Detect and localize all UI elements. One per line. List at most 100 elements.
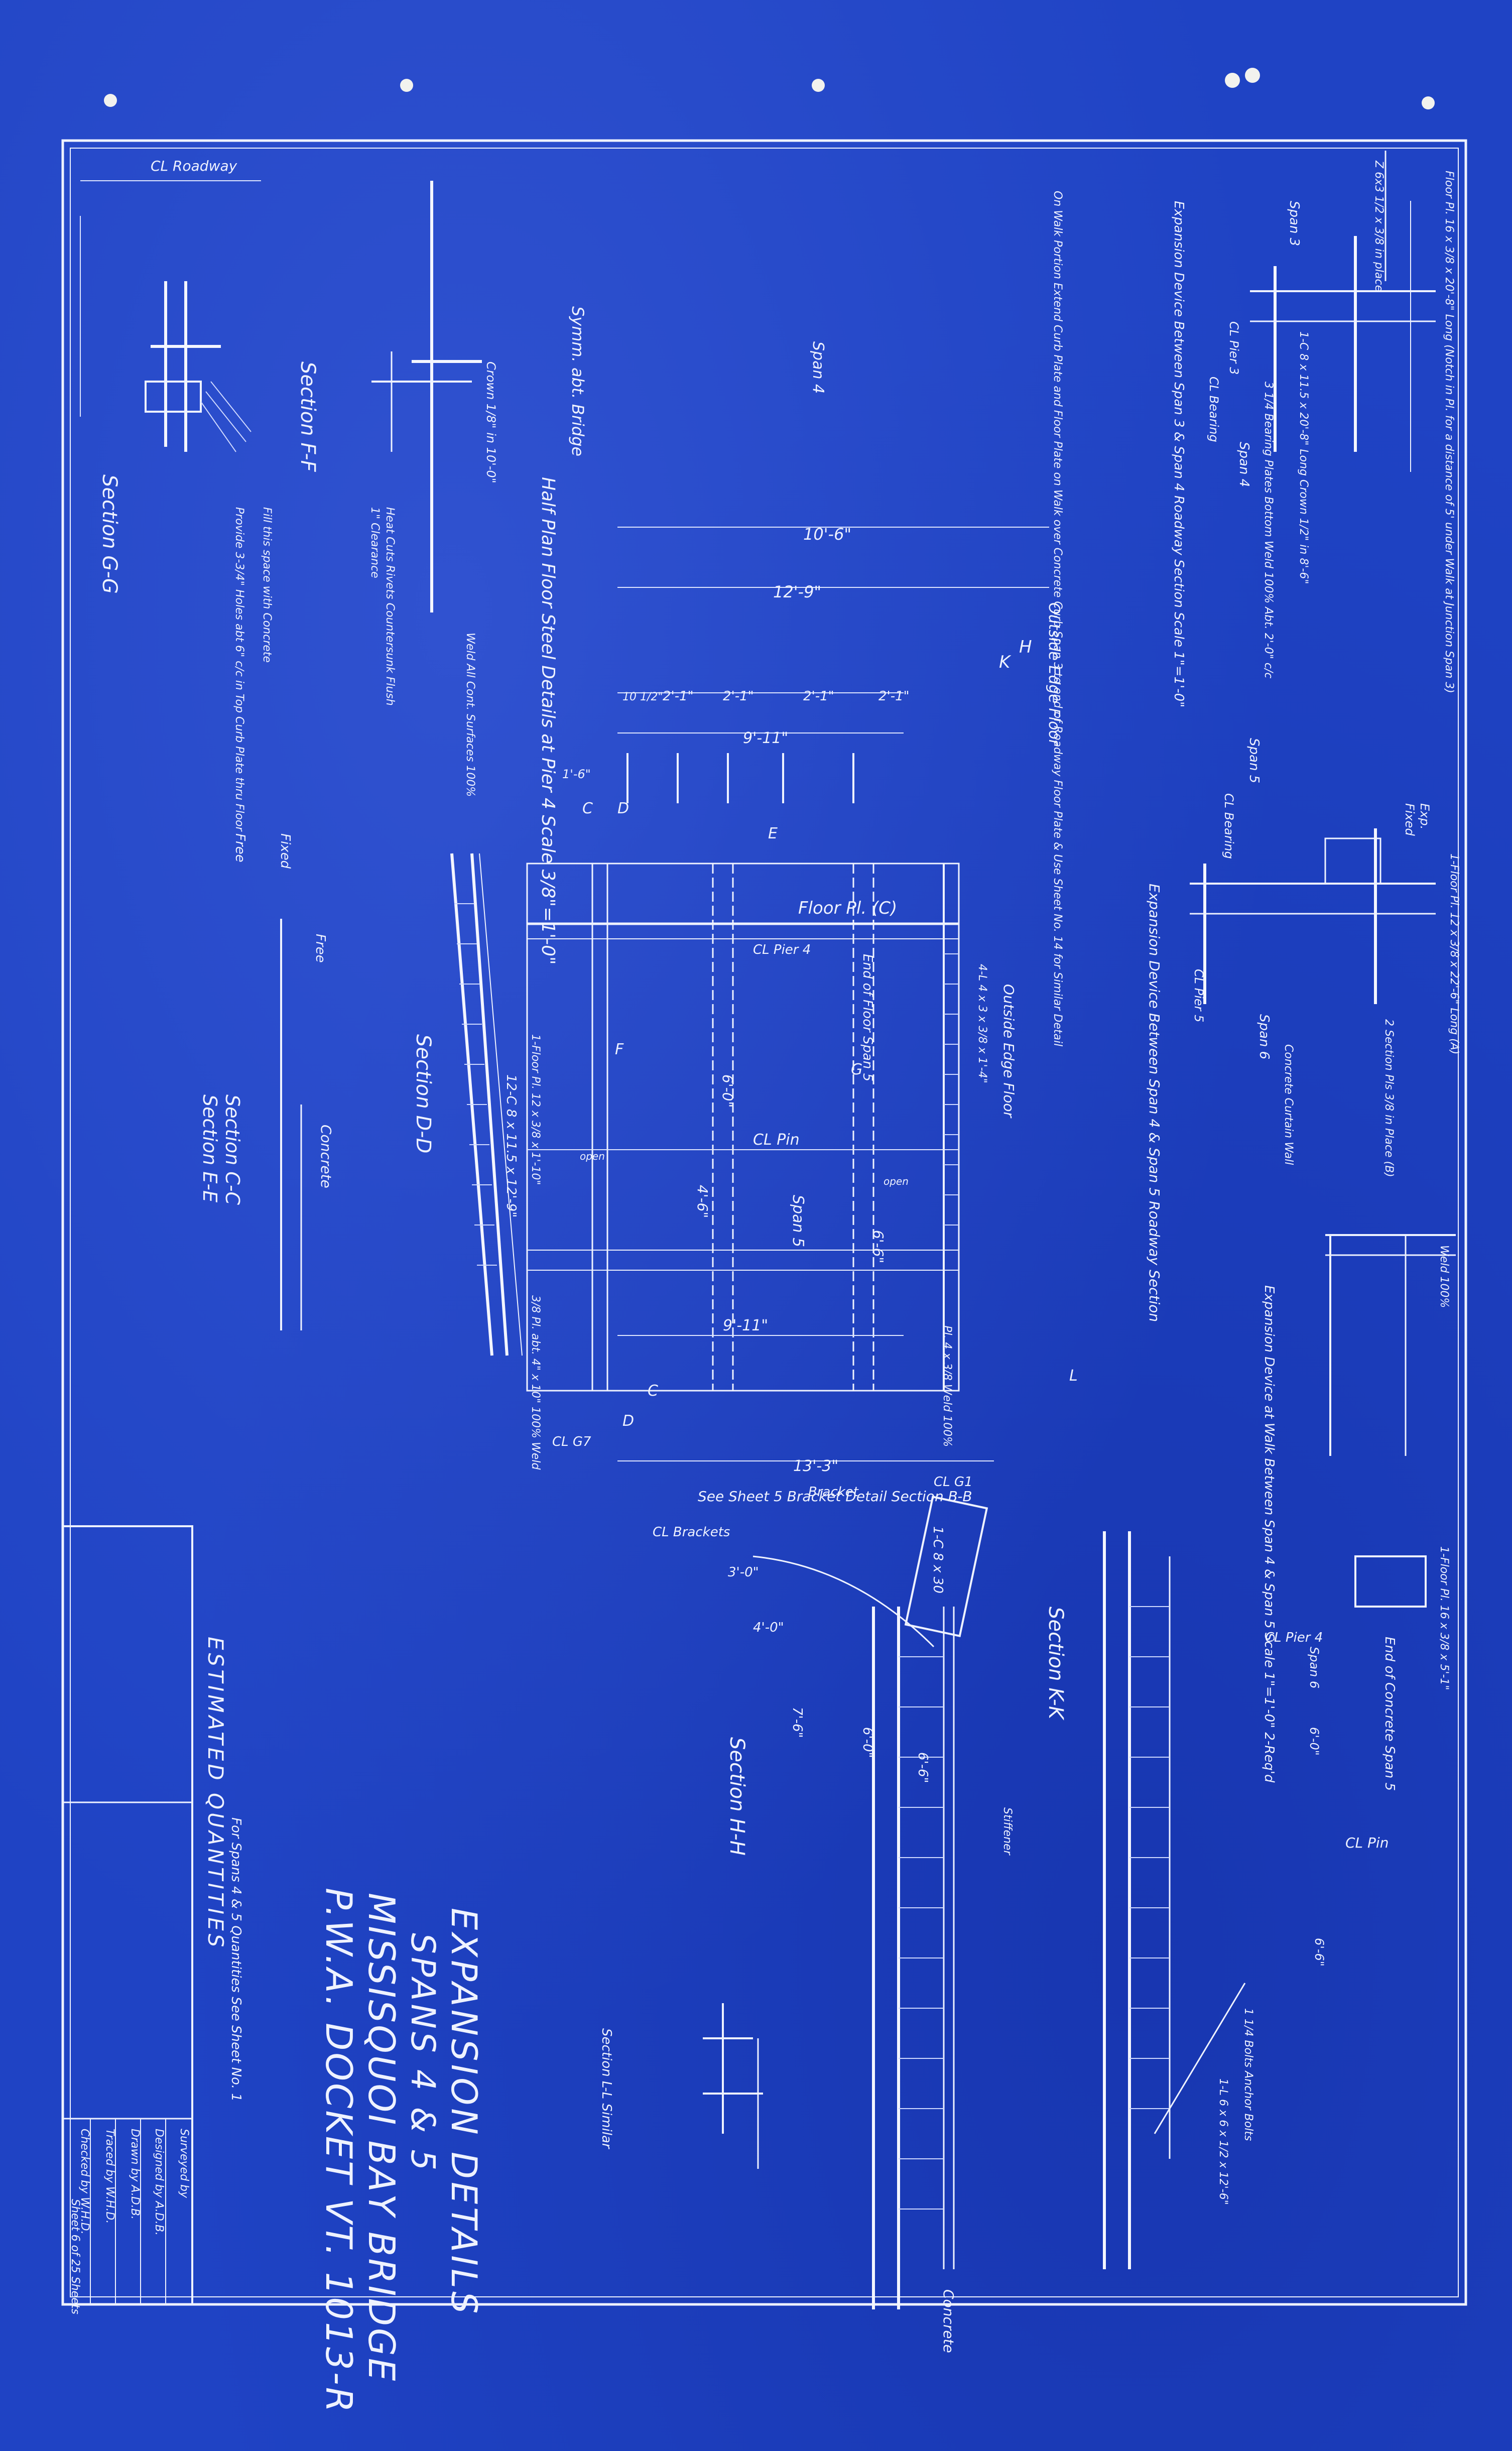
dim-10-half: 10 1/2" (622, 691, 663, 703)
cut-marker-l: L (1069, 1367, 1078, 1385)
dim-12-9: 12'-9" (773, 582, 821, 601)
section-d-d-title: Section D-D (412, 1034, 435, 1153)
dim-10-6: 10'-6" (803, 525, 851, 544)
cl-pin-plan: CL Pin (753, 1131, 800, 1149)
inner-border (70, 148, 1459, 2297)
section-k-k-title: Section K-K (1044, 1607, 1067, 1721)
crown-note: Crown 1/8" in 10'-0" (484, 361, 498, 483)
anchor-bolts-callout: 1 1/4 Bolts Anchor Bolts (1242, 2008, 1254, 2141)
concrete-curtain-note: Concrete Curtain Wall (1282, 1044, 1295, 1165)
punch-hole-icon (104, 68, 1435, 109)
section-c-c-title: Section C-C (221, 1094, 243, 1205)
outside-edge-floor-mid: Outside Edge Floor (1000, 984, 1017, 1119)
c-channel-top-callout: 1-C 8 x 11.5 x 20'-8" Long Crown 1/2" in… (1297, 331, 1310, 584)
dim-6-0-right: 6'-0" (1307, 1727, 1321, 1756)
dim-1-6: 1'-6" (562, 767, 591, 781)
sheet-number: Sheet 6 of 25 Sheets (69, 2199, 81, 2314)
expansion-roadway-note: Expansion Device Between Span 3 & Span 4… (1171, 201, 1186, 707)
half-plan-title: Half Plan Floor Steel Details at Pier 4 … (538, 477, 558, 965)
dim-6-6-kk: 6'-6" (915, 1752, 930, 1783)
cut-marker-h: H (1019, 637, 1032, 657)
estimated-quantities-heading: ESTIMATED QUANTITIES (203, 1637, 228, 1950)
cl-pin-right: CL Pin (1345, 1834, 1389, 1851)
floor-b-callout: 1-Floor Pl. 12 x 3/8 x 22'-6" Long (A) (1448, 853, 1460, 1054)
cl-bearing-label-mid: CL Bearing (1222, 793, 1236, 859)
dim-6-6-right: 6'-6" (1312, 1938, 1326, 1967)
title-line-3: MISSISQUOI BAY BRIDGE (360, 1893, 403, 2383)
section-pl-callout: 2 Section Pls 3/8 in Place (B) (1382, 1019, 1395, 1177)
section-l-l-detail: Section L-L Similar L (599, 1367, 1078, 2169)
cut-marker-d-bottom: D (622, 1412, 634, 1430)
dim-2-1-a: 2'-1" (663, 689, 694, 704)
dim-4-0: 4'-0" (753, 1620, 784, 1635)
dim-6-0-kk: 6'-0" (860, 1727, 875, 1758)
outer-border (61, 139, 1467, 2306)
pl-weld-b-callout: Pl. 4 x 3/8 Weld 100% (941, 1325, 953, 1447)
cut-marker-e: E (768, 825, 778, 842)
section-g-g-title: Section G-G (98, 474, 121, 594)
traced-by: Traced by W.H.D. (103, 2129, 116, 2224)
span3-label: Span 3 (1287, 201, 1302, 246)
title-line-2: SPANS 4 & 5 (404, 1933, 442, 2173)
l-4x3-callout: 4-L 4 x 3 x 3/8 x 1'-4" (976, 964, 988, 1083)
weld-all-note: Weld All Cont. Surfaces 100% (464, 633, 476, 797)
pl-weld-callout: 3/8 Pl. abt. 4" x 10" 100% Weld (529, 1295, 542, 1470)
section-k-k-detail: 1-C 8 x 30 See Sheet 5 Bracket Detail Se… (653, 1488, 1067, 2353)
surveyed-by: Surveyed by (178, 2129, 190, 2198)
open-label-b: open (884, 1175, 909, 1187)
cut-marker-k: K (999, 652, 1012, 672)
floor-plate-c-label: Floor Pl. (C) (798, 898, 897, 918)
z-bar-callout: Z 6x3 1/2 x 3/8 in place (1372, 160, 1385, 292)
see-sheet-5-note: See Sheet 5 Bracket Detail Section B-B (698, 1488, 972, 1505)
span6-lower: Span 6 (1307, 1647, 1321, 1688)
expansion-walk-note: Expansion Device at Walk Between Span 4 … (1262, 1285, 1277, 1783)
cl-pier4-plan: CL Pier 4 (753, 942, 811, 957)
weld-100-callout: Weld 100% (1438, 1245, 1450, 1308)
section-l-l-title: Section L-L Similar (599, 2028, 614, 2150)
cl-pier4-right: CL Pier 4 (1265, 1630, 1323, 1645)
span5-label-right: Span 5 (1246, 738, 1262, 783)
concrete-kk: Concrete (940, 2289, 957, 2353)
walk-plate-note: On Walk Portion Extend Curb Plate and Fl… (1051, 191, 1064, 1046)
fill-concrete-note: Fill this space with Concrete (261, 507, 273, 663)
hot-rivets-note: Heat Cuts Rivets Countersunk Flush (384, 507, 396, 706)
cl-bearing-label-top: CL Bearing (1207, 377, 1221, 442)
section-d-d-detail: Section D-D Section C-C Section E-E 12-C… (199, 833, 542, 1470)
span5-plan: Span 5 (789, 1195, 807, 1247)
section-f-f-title: Section F-F (296, 361, 319, 472)
fixed-label-b: Fixed (1403, 803, 1417, 836)
section-g-g-detail: CL Roadway Section G-G Fill this space w… (80, 158, 273, 832)
end-floor-span5: End of Floor Span 5 (860, 954, 875, 1081)
section-f-f-detail: Section F-F Crown 1/8" in 10'-0" 1" Clea… (296, 181, 498, 706)
stiffener-callout: Stiffener (1001, 1807, 1014, 1856)
floor-pl-12-callout: 1-Floor Pl. 12 x 3/8 x 1'-10" (529, 1034, 542, 1185)
floor-pl-top-callout: Floor Pl. 16 x 3/8 x 20'-8" Long (Notch … (1443, 171, 1455, 693)
fixed-label-a: Fixed (278, 833, 293, 869)
cl-g7-label: CL G7 (552, 1434, 591, 1449)
dim-2-1-c: 2'-1" (803, 689, 834, 704)
section-h-h-title: Section H-H (725, 1737, 748, 1856)
open-label-a: open (580, 1150, 605, 1162)
expansion-walk-detail: Weld 100% 1-Floor Pl. 16 x 3/8 x 5'-1" E… (1103, 1234, 1456, 2269)
dim-3-0: 3'-0" (728, 1565, 759, 1580)
dim-6-0-plan: 6'-0" (719, 1074, 736, 1108)
exp-label: Exp. (1418, 803, 1432, 829)
span4-center: Span 4 (809, 341, 827, 394)
title-line-1: EXPANSION DETAILS (443, 1908, 484, 2316)
free-label-a: Free (232, 833, 247, 863)
cl-brackets-label: CL Brackets (653, 1525, 730, 1540)
cl-g1-label: CL G1 (934, 1475, 973, 1490)
dim-9-11-bottom: 9'-11" (723, 1317, 768, 1334)
cut-marker-d-top: D (617, 800, 629, 817)
dim-2-1-d: 2'-1" (878, 689, 910, 704)
clearance-note: 1" Clearance (368, 507, 381, 578)
designed-by: Designed by A.D.B. (153, 2129, 165, 2236)
bracket-label: Bracket (808, 1485, 859, 1500)
half-plan-floor-steel: Symm. abt. Bridge Half Plan Floor Steel … (464, 306, 1063, 1490)
dim-6-6-plan: 6'-6" (870, 1230, 887, 1263)
estimated-quantities-note: For Spans 4 & 5 Quantities See Sheet No.… (228, 1817, 243, 2102)
title-block: ESTIMATED QUANTITIES For Spans 4 & 5 Qua… (62, 1525, 484, 2414)
cut-marker-c-top: C (582, 800, 593, 817)
